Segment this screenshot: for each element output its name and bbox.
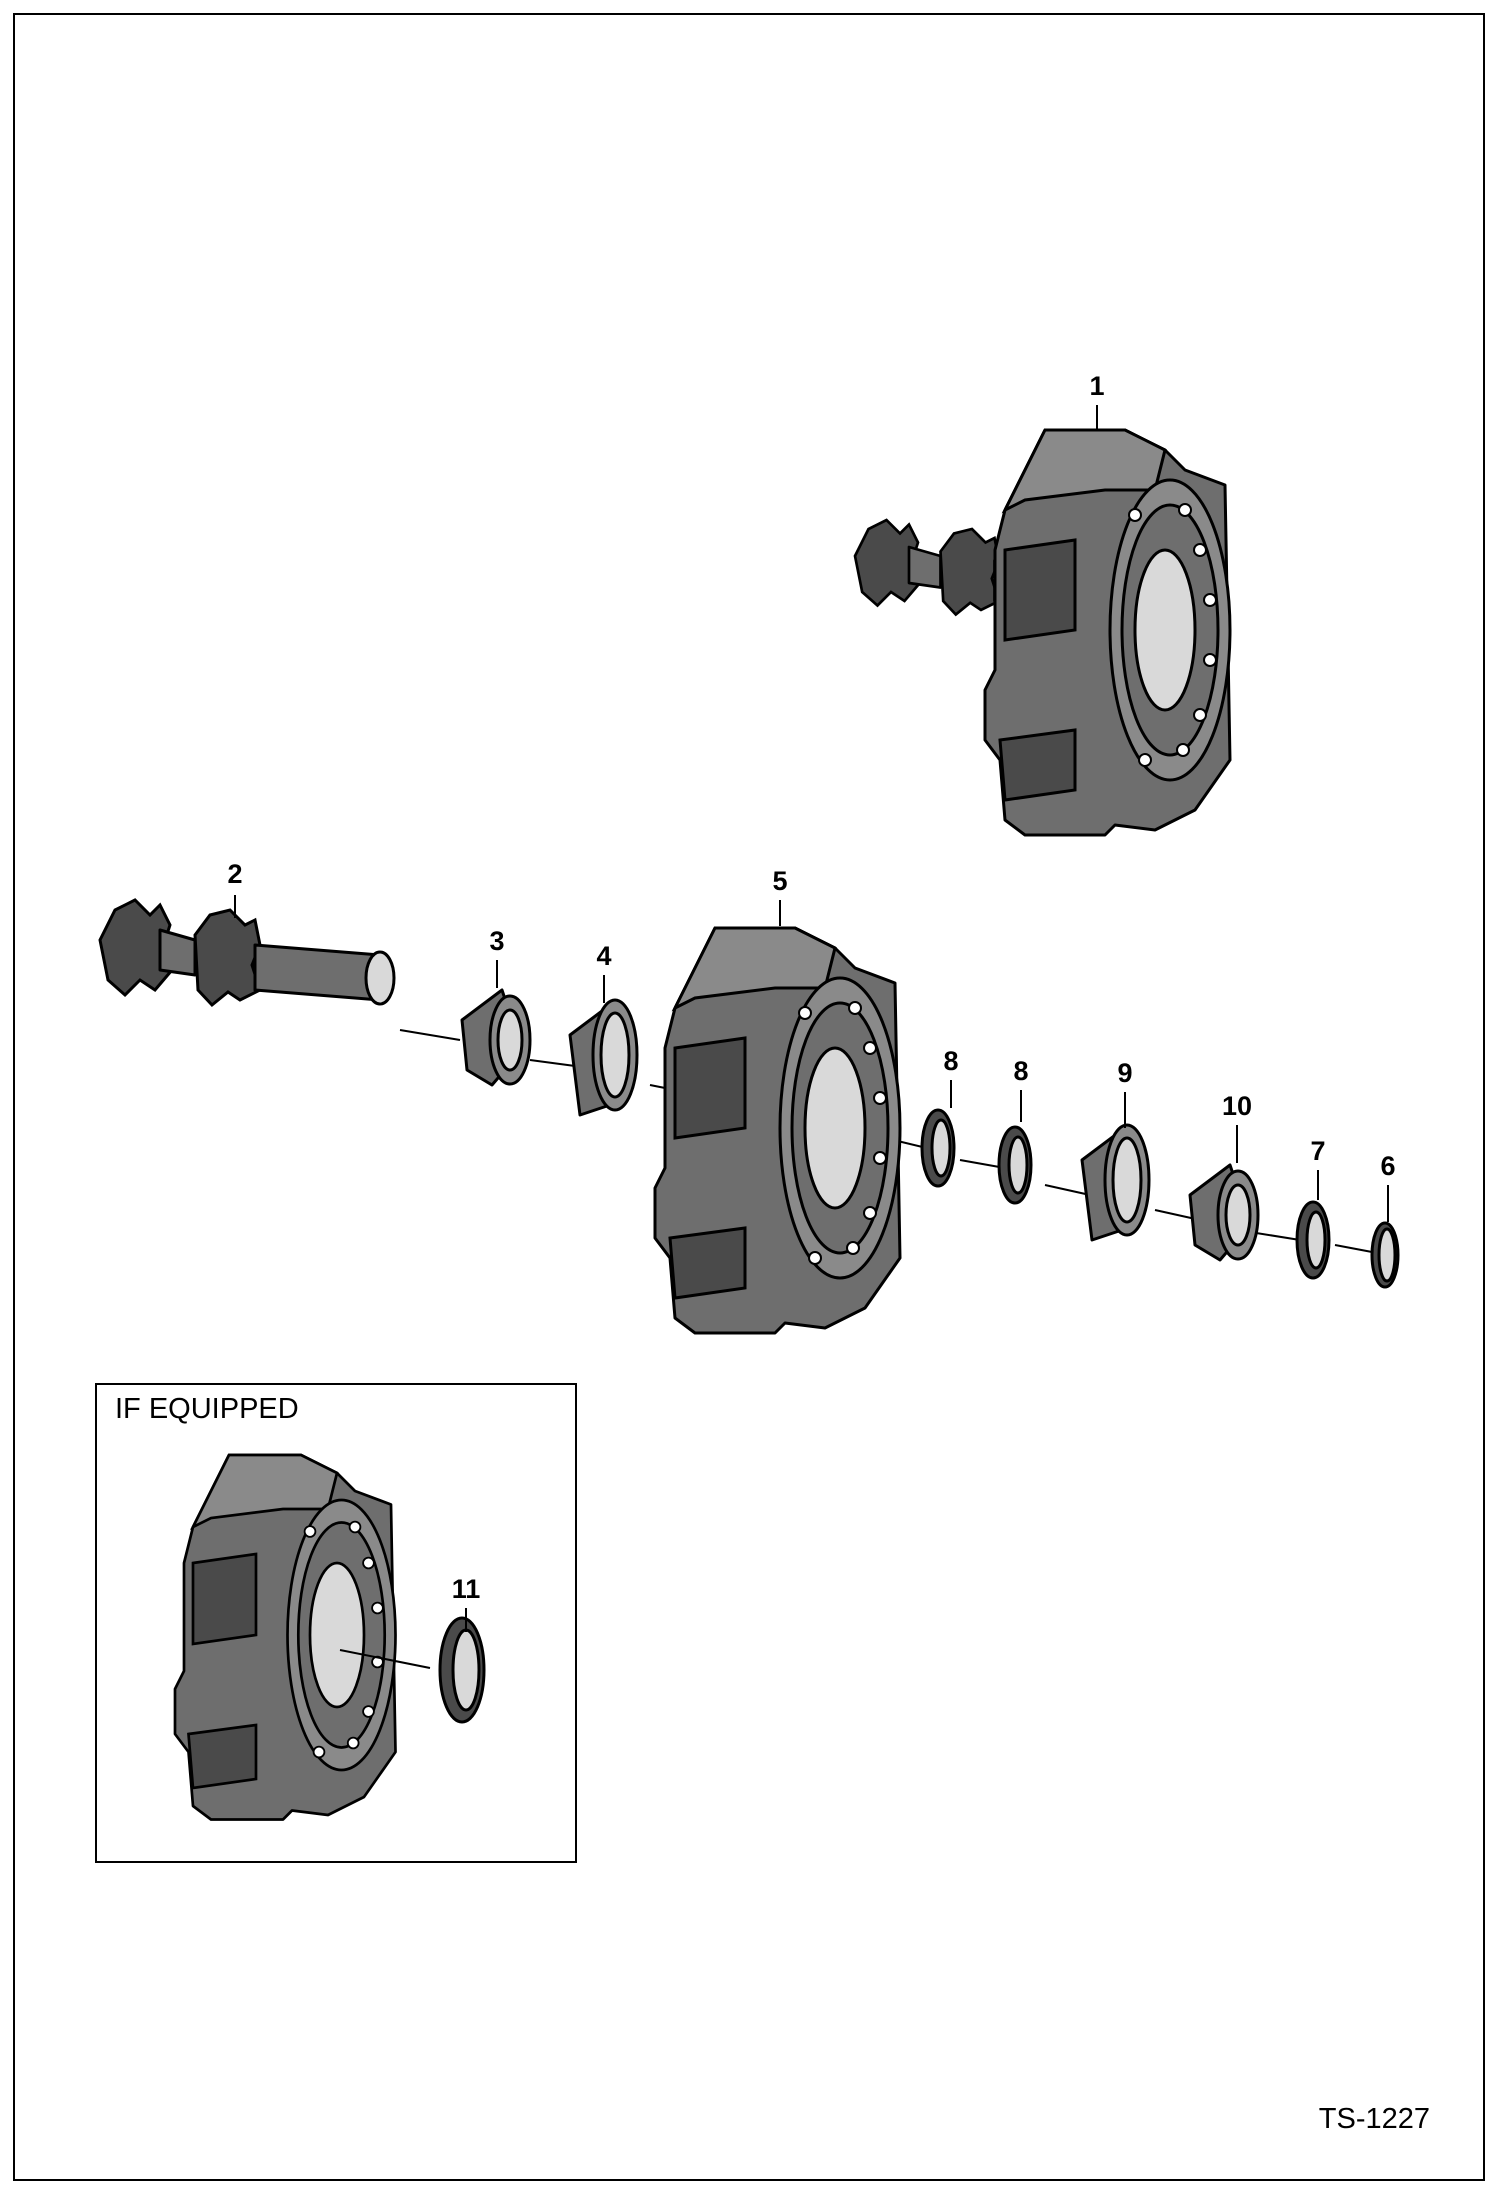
inset-box [95, 1383, 577, 1863]
assembly-housing [983, 428, 1232, 837]
bearing-cone-outer [1188, 1163, 1260, 1262]
inset-title: IF EQUIPPED [115, 1393, 299, 1425]
snap-ring [1370, 1221, 1400, 1289]
callout-6: 6 [1380, 1151, 1395, 1181]
callout-8b: 8 [1013, 1056, 1028, 1086]
bearing-cup [568, 998, 639, 1117]
callout-11: 11 [452, 1574, 481, 1604]
callout-4: 4 [596, 941, 611, 971]
bearing-cone [460, 988, 532, 1087]
callout-1: 1 [1089, 371, 1104, 401]
callout-5: 5 [772, 866, 787, 896]
drawing-id: TS-1227 [1319, 2103, 1430, 2135]
final-drive-housing [653, 926, 902, 1335]
inset-housing [173, 1453, 397, 1821]
callout-10: 10 [1222, 1091, 1252, 1121]
oil-seal [438, 1616, 486, 1724]
seal-a [920, 1108, 956, 1188]
callout-2: 2 [227, 859, 242, 889]
shaft-with-sprockets [98, 898, 396, 1007]
seal-b [997, 1125, 1033, 1205]
callout-3: 3 [489, 926, 504, 956]
inset-axis [339, 1649, 431, 1669]
callout-8a: 8 [943, 1046, 958, 1076]
page-border [13, 13, 1485, 2181]
callout-7: 7 [1310, 1136, 1325, 1166]
bearing-cup-outer [1080, 1123, 1151, 1242]
callout-9: 9 [1117, 1058, 1132, 1088]
washer [1295, 1200, 1331, 1280]
